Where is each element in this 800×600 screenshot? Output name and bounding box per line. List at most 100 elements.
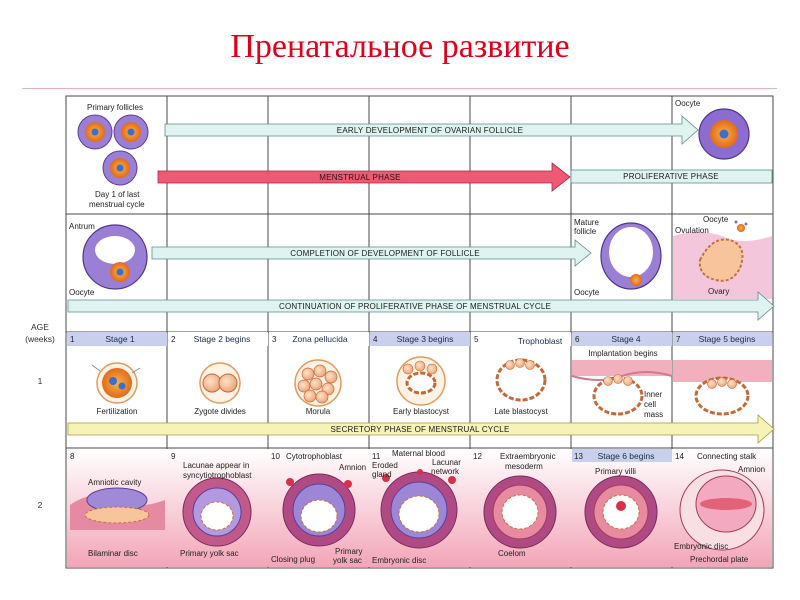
caption-morula: Morula <box>306 407 331 416</box>
cytotrophoblast-label: Cytotrophoblast <box>286 452 343 461</box>
title-divider <box>22 88 777 89</box>
inner-cell-mass-line1: Inner <box>644 390 663 399</box>
arrow-completion-label: COMPLETION OF DEVELOPMENT OF FOLLICLE <box>290 249 480 258</box>
stage-header-7: Stage 5 begins <box>699 334 756 344</box>
yolk-sac-label-10: yolk sac <box>333 556 362 565</box>
mesoderm-label: mesoderm <box>505 462 543 471</box>
primary-villi-label: Primary villi <box>595 467 636 476</box>
day1-label-line2: menstrual cycle <box>89 200 145 209</box>
arrow-continuation: CONTINUATION OF PROLIFERATIVE PHASE OF M… <box>67 291 775 321</box>
weeks-label: (weeks) <box>25 334 55 344</box>
primary-follicles-illustration <box>77 114 149 186</box>
connecting-stalk-label: Connecting stalk <box>697 452 757 461</box>
week2-cell10-illustration <box>282 473 356 547</box>
antrum-follicle-illustration <box>82 224 148 290</box>
day1-label-line1: Day 1 of last <box>95 190 140 199</box>
arrow-continuation-label: CONTINUATION OF PROLIFERATIVE PHASE OF M… <box>279 302 551 311</box>
mature-follicle-illustration <box>600 222 662 290</box>
primary-follicles-label: Primary follicles <box>87 103 143 112</box>
stage-num-4: 4 <box>373 335 378 344</box>
week2-num-11: 11 <box>372 452 381 461</box>
lacunae-label-line2: syncytiotrophoblast <box>183 471 252 480</box>
primary-yolk-sac-label: Primary yolk sac <box>180 549 239 558</box>
week2-num-12: 12 <box>473 452 482 461</box>
arrow-secretory: SECRETORY PHASE OF MENSTRUAL CYCLE <box>67 414 775 444</box>
week2-cell11-illustration <box>380 469 458 549</box>
eroded-label: Eroded <box>372 461 398 470</box>
maternal-blood-label: Maternal blood <box>392 449 445 458</box>
network-label: network <box>431 467 460 476</box>
prechordal-plate-label: Prechordal plate <box>690 555 749 564</box>
gland-label: gland <box>372 470 392 479</box>
week2-cell14-illustration <box>679 469 765 551</box>
mature-label-line1: Mature <box>574 218 599 227</box>
amnion-label-10: Amnion <box>339 463 366 472</box>
page-title: Пренатальное развитие <box>230 28 570 65</box>
week2-num-10: 10 <box>271 452 280 461</box>
stage4-early-blastocyst-illustration <box>396 356 446 406</box>
stage-num-2: 2 <box>171 335 176 344</box>
stage6-implantation-illustration <box>571 360 673 416</box>
oocyte-right-label: Oocyte <box>574 288 600 297</box>
caption-early-blastocyst: Early blastocyst <box>393 407 450 416</box>
week2-num-9: 9 <box>171 452 176 461</box>
proliferative-phase-bar: PROLIFERATIVE PHASE <box>570 169 773 184</box>
embryonic-disc-label-11: Embryonic disc <box>372 556 426 565</box>
week2-cell13-illustration <box>584 475 658 549</box>
stage-header-1: Stage 1 <box>105 334 135 344</box>
arrow-early-development: EARLY DEVELOPMENT OF OVARIAN FOLLICLE <box>164 115 699 145</box>
week2-labels: Amniotic cavity Bilaminar disc Lacunae a… <box>88 449 765 565</box>
week2-numbers: 8 9 10 11 12 13 14 <box>70 452 684 461</box>
arrow-early-development-label: EARLY DEVELOPMENT OF OVARIAN FOLLICLE <box>337 126 523 135</box>
ovulation-label: Ovulation <box>675 226 709 235</box>
week2-cell12-illustration <box>483 475 557 549</box>
oocyte-ovulation-label: Oocyte <box>703 215 729 224</box>
caption-implantation: Implantation begins <box>588 349 657 358</box>
oocyte-mid-label: Oocyte <box>69 288 95 297</box>
stage-headers <box>67 332 772 346</box>
extraembryonic-label: Extraembryonic <box>500 452 556 461</box>
stage-num-7: 7 <box>676 335 681 344</box>
inner-cell-mass-line3: mass <box>644 410 663 419</box>
stage-captions: Fertilization Zygote divides Morula Earl… <box>97 349 658 416</box>
week2-num-8: 8 <box>70 452 75 461</box>
week-2-label: 2 <box>38 500 43 510</box>
stage6-header-bg <box>572 449 672 462</box>
amniotic-cavity-label: Amniotic cavity <box>88 478 141 487</box>
age-label: AGE <box>31 322 49 332</box>
stage6-begins-header: Stage 6 begins <box>598 451 655 461</box>
stage-num-3: 3 <box>272 335 277 344</box>
week2-cell8-illustration <box>70 487 165 530</box>
arrow-secretory-label: SECRETORY PHASE OF MENSTRUAL CYCLE <box>331 425 510 434</box>
stage-header-5: Trophoblast <box>518 336 563 346</box>
ovary-label: Ovary <box>708 287 729 296</box>
oocyte-top-label: Oocyte <box>675 99 701 108</box>
stage1-fertilization-illustration <box>91 362 141 404</box>
stage-header-3: Zona pellucida <box>292 334 348 344</box>
oocyte-top-illustration <box>698 108 750 160</box>
ovulation-illustration <box>698 220 748 282</box>
antrum-label: Antrum <box>69 222 95 231</box>
caption-zygote: Zygote divides <box>194 407 246 416</box>
primary-label-10: Primary <box>335 547 363 556</box>
caption-late-blastocyst: Late blastocyst <box>494 407 548 416</box>
stage-num-5: 5 <box>474 335 479 344</box>
stage3-morula-illustration <box>294 359 342 407</box>
week2-cell9-illustration <box>182 477 252 547</box>
stage-header-labels: Stage 1 Stage 2 begins Zona pellucida St… <box>105 334 755 346</box>
lacunae-label-line1: Lacunae appear in <box>183 461 249 470</box>
proliferative-phase-label: PROLIFERATIVE PHASE <box>623 172 719 181</box>
mature-label-line2: follicle <box>574 227 597 236</box>
coelom-label: Coelom <box>498 549 526 558</box>
closing-plug-label: Closing plug <box>271 555 315 564</box>
stage-num-1: 1 <box>70 335 75 344</box>
week2-num-14: 14 <box>675 452 684 461</box>
arrow-menstrual-label: MENSTRUAL PHASE <box>319 173 400 182</box>
arrow-completion: COMPLETION OF DEVELOPMENT OF FOLLICLE <box>151 239 592 267</box>
stage2-zygote-illustration <box>199 362 241 404</box>
inner-cell-mass-line2: cell <box>644 400 656 409</box>
embryonic-disc-label-14: Embryonic disc <box>674 542 728 551</box>
stage5-late-blastocyst-illustration <box>495 358 547 402</box>
stage7-illustration <box>673 360 772 416</box>
